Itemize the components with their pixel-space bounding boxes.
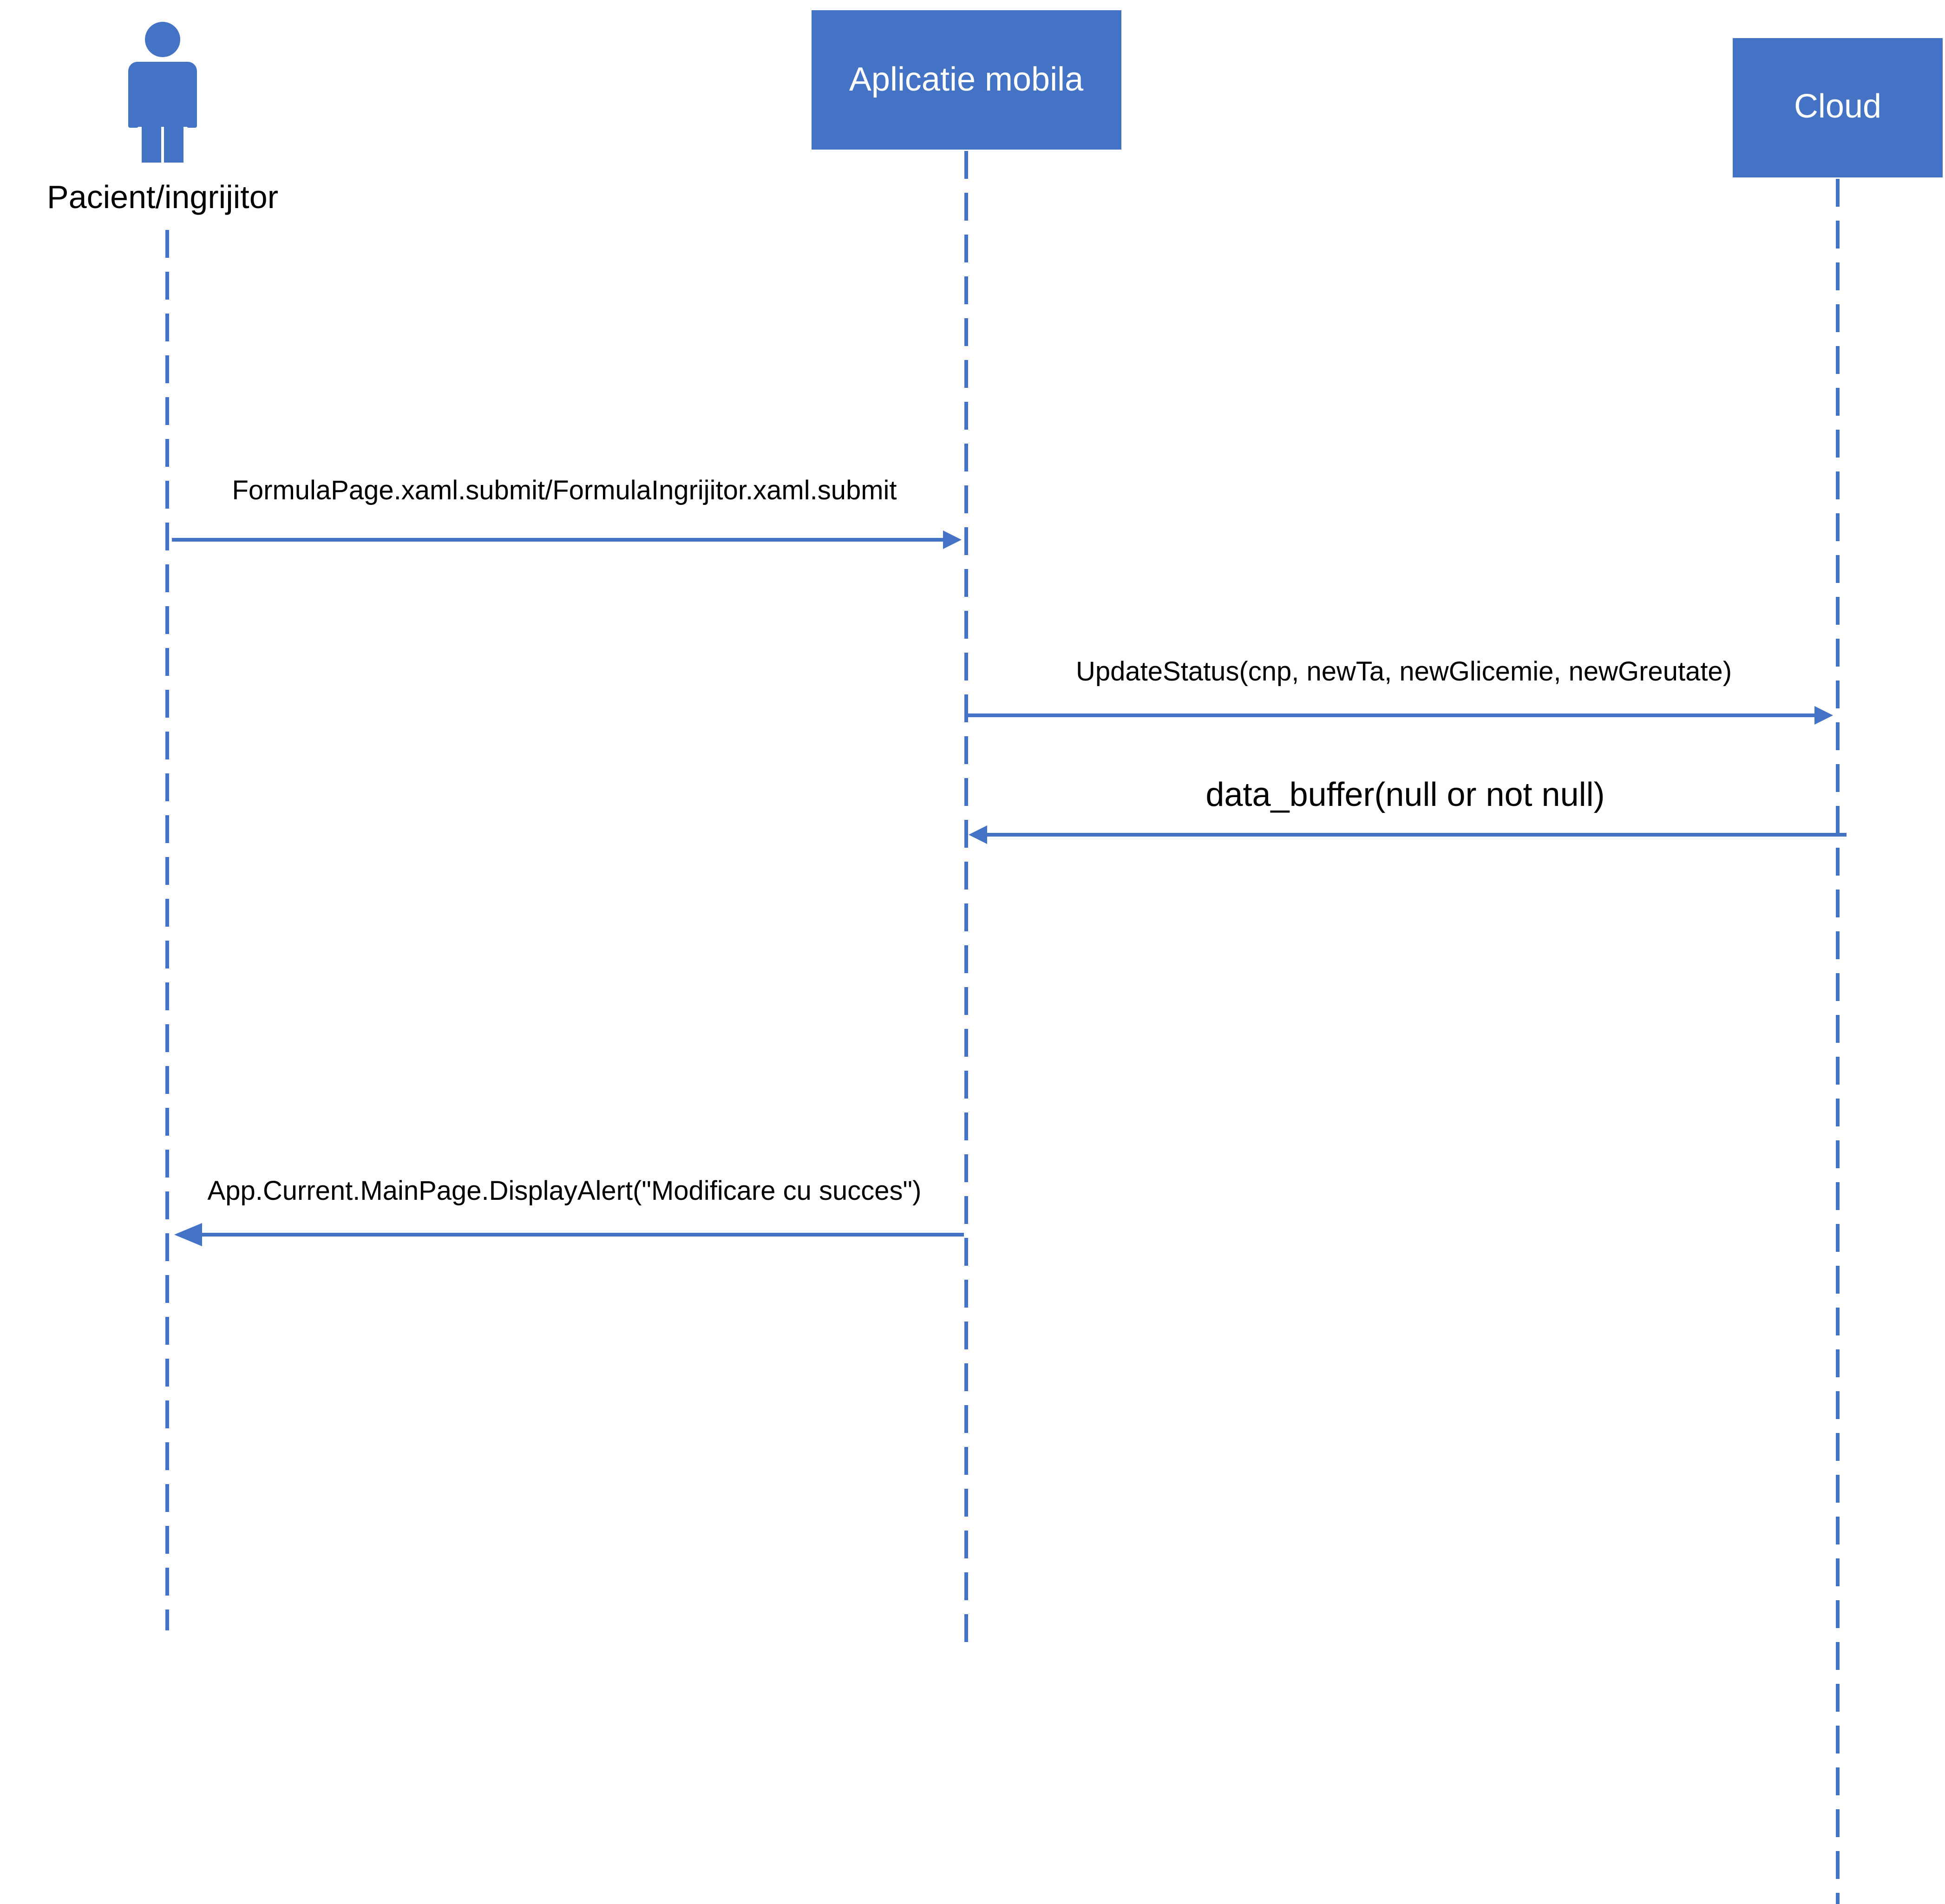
message-data-buffer: data_buffer(null or not null): [969, 776, 1847, 844]
arrowhead-icon: [943, 530, 962, 549]
participant-cloud-label: Cloud: [1794, 88, 1881, 125]
message-display-alert: App.Current.MainPage.DisplayAlert("Modif…: [174, 1176, 964, 1246]
participant-app-label: Aplicatie mobila: [849, 61, 1084, 98]
participant-cloud-box: [1733, 38, 1943, 177]
message-update-status-label: UpdateStatus(cnp, newTa, newGlicemie, ne…: [1076, 656, 1732, 687]
arrowhead-icon: [969, 825, 987, 844]
message-submit-label: FormulaPage.xaml.submit/FormulaIngrijito…: [232, 475, 897, 505]
message-submit: FormulaPage.xaml.submit/FormulaIngrijito…: [172, 475, 962, 549]
person-icon: [128, 22, 197, 163]
message-data-buffer-label: data_buffer(null or not null): [1205, 776, 1604, 813]
participant-app: Aplicatie mobila: [812, 10, 1121, 150]
arrowhead-icon: [1814, 706, 1833, 725]
arrowhead-icon: [174, 1223, 202, 1246]
message-update-status: UpdateStatus(cnp, newTa, newGlicemie, ne…: [966, 656, 1833, 725]
participant-app-box: [812, 10, 1121, 150]
participant-cloud: Cloud: [1733, 38, 1943, 177]
message-display-alert-label: App.Current.MainPage.DisplayAlert("Modif…: [208, 1176, 922, 1206]
actor-label: Pacient/ingrijitor: [47, 179, 278, 215]
